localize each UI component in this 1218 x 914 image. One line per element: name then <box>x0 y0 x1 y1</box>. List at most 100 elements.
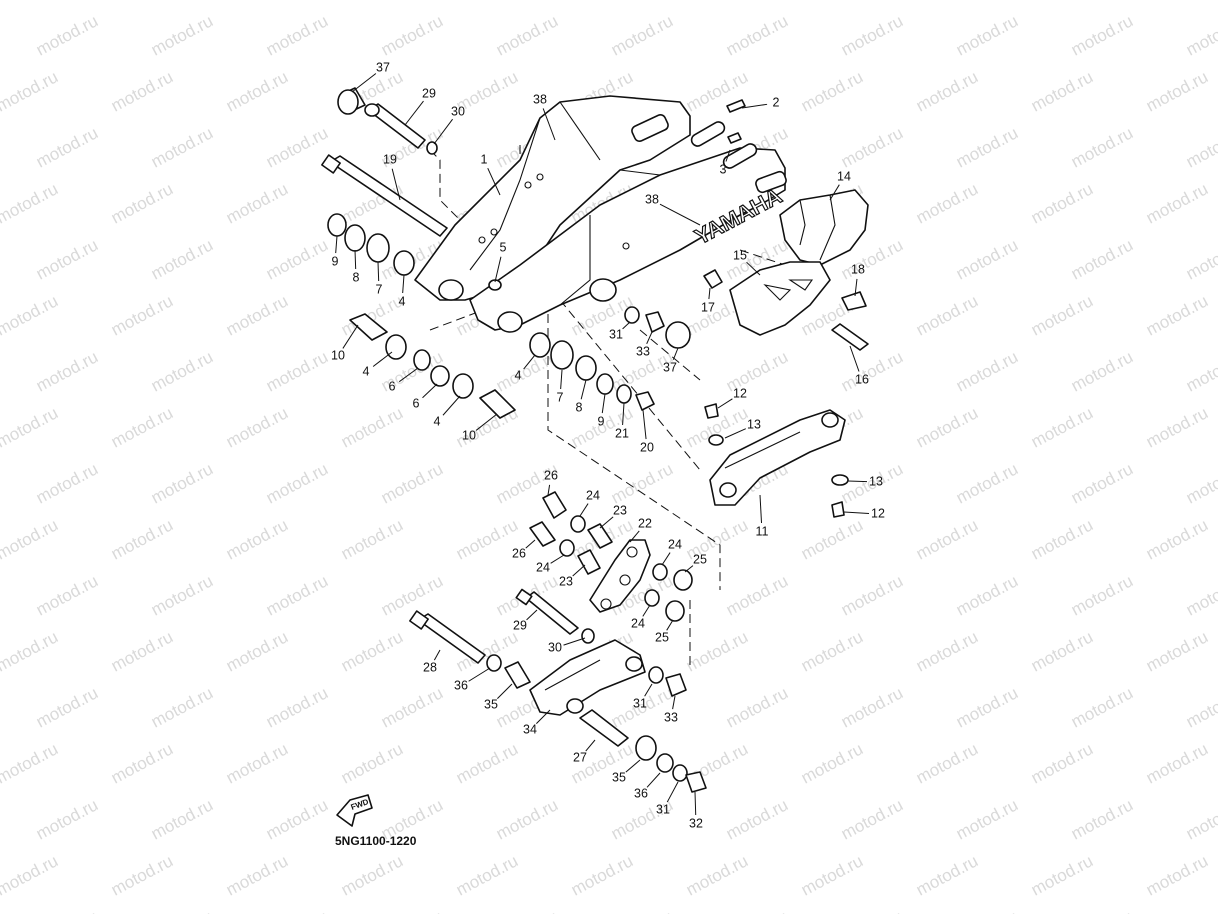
leader-line <box>372 351 393 367</box>
leader-line <box>494 256 502 283</box>
leader-line <box>433 649 441 661</box>
part-number-label: 25 <box>655 630 669 644</box>
watermark-text: motod.ru <box>33 459 101 507</box>
leader-line <box>377 261 380 282</box>
watermark-text: motod.ru <box>378 571 446 619</box>
leader-line <box>666 619 674 631</box>
watermark-text: motod.ru <box>1068 123 1136 171</box>
watermark-text: motod.ru <box>953 459 1021 507</box>
part-number-label: 4 <box>399 294 406 308</box>
watermark-text: motod.ru <box>1028 67 1096 115</box>
part-number-label: 38 <box>533 92 547 106</box>
watermark-text: motod.ru <box>1028 291 1096 339</box>
watermark-text: motod.ru <box>1068 683 1136 731</box>
leader-line <box>644 683 653 697</box>
watermark-text: motod.ru <box>798 515 866 563</box>
watermark-text: motod.ru <box>1183 795 1218 843</box>
watermark-text: motod.ru <box>223 0 291 4</box>
part-number-label: 30 <box>451 104 465 118</box>
bearing-stack-upper <box>327 213 415 276</box>
watermark-text: motod.ru <box>263 235 331 283</box>
watermark-text: motod.ru <box>953 795 1021 843</box>
leader-line <box>422 383 438 399</box>
leader-line <box>672 347 679 360</box>
watermark-text: motod.ru <box>1068 795 1136 843</box>
part-number-label: 27 <box>573 750 587 764</box>
watermark-text: motod.ru <box>1183 459 1218 507</box>
watermark-text: motod.ru <box>1183 907 1218 914</box>
part-number-label: 17 <box>701 300 715 314</box>
part-number-label: 9 <box>332 254 339 268</box>
part-number-label: 12 <box>733 386 747 400</box>
watermark-text: motod.ru <box>608 907 676 914</box>
leader-line <box>672 695 676 710</box>
watermark-text: motod.ru <box>493 795 561 843</box>
watermark-text: motod.ru <box>1028 515 1096 563</box>
watermark-text: motod.ru <box>1143 0 1211 4</box>
watermark-text: motod.ru <box>838 123 906 171</box>
part-number-label: 35 <box>484 697 498 711</box>
part-number-label: 15 <box>733 248 747 262</box>
watermark-text: motod.ru <box>453 851 521 899</box>
leader-line <box>659 203 701 226</box>
watermark-text: motod.ru <box>263 907 331 914</box>
leader-line <box>849 345 860 372</box>
watermark-text: motod.ru <box>338 515 406 563</box>
part-number-label: 28 <box>423 660 437 674</box>
watermark-text: motod.ru <box>338 627 406 675</box>
watermark-text: motod.ru <box>148 795 216 843</box>
watermark-text: motod.ru <box>263 123 331 171</box>
watermark-text: motod.ru <box>223 291 291 339</box>
watermark-text: motod.ru <box>263 795 331 843</box>
leader-line <box>725 149 731 162</box>
part-number-label: 36 <box>634 786 648 800</box>
leader-line <box>402 274 405 294</box>
axle-hardware <box>624 269 869 351</box>
leader-line <box>550 554 565 564</box>
watermark-text: motod.ru <box>453 739 521 787</box>
watermark-text: motod.ru <box>953 683 1021 731</box>
watermark-text: motod.ru <box>0 851 61 899</box>
watermark-text: motod.ru <box>108 851 176 899</box>
watermark-text: motod.ru <box>453 0 521 4</box>
leader-line <box>572 564 586 577</box>
part-number-label: 37 <box>376 60 390 74</box>
leader-line <box>642 604 651 617</box>
watermark-text: motod.ru <box>683 851 751 899</box>
watermark-text: motod.ru <box>0 403 61 451</box>
part-number-label: 9 <box>598 414 605 428</box>
leader-line <box>523 354 536 370</box>
part-number-label: 25 <box>693 552 707 566</box>
watermark-text: motod.ru <box>33 347 101 395</box>
leader-line <box>601 393 606 414</box>
leader-line <box>585 739 596 752</box>
watermark-text: motod.ru <box>723 795 791 843</box>
watermark-text: motod.ru <box>0 739 61 787</box>
watermark-text: motod.ru <box>0 291 61 339</box>
watermark-text: motod.ru <box>33 795 101 843</box>
watermark-text: motod.ru <box>953 123 1021 171</box>
leader-line <box>829 184 840 201</box>
part-number-label: 36 <box>454 678 468 692</box>
watermark-text: motod.ru <box>798 739 866 787</box>
part-number-label: 30 <box>548 640 562 654</box>
watermark-text: motod.ru <box>378 11 446 59</box>
part-number-label: 22 <box>638 516 652 530</box>
watermark-text: motod.ru <box>0 179 61 227</box>
watermark-text: motod.ru <box>1143 67 1211 115</box>
watermark-text: motod.ru <box>798 67 866 115</box>
part-number-label: 19 <box>383 152 397 166</box>
watermark-text: motod.ru <box>913 291 981 339</box>
leader-line <box>335 235 338 254</box>
connecting-rod-group <box>409 588 707 793</box>
watermark-text: motod.ru <box>378 683 446 731</box>
leader-line <box>404 100 424 126</box>
watermark-text: motod.ru <box>953 235 1021 283</box>
part-number-label: 23 <box>613 503 627 517</box>
part-number-label: 31 <box>633 696 647 710</box>
watermark-text: motod.ru <box>1183 571 1218 619</box>
leader-line <box>398 367 419 383</box>
part-number-label: 24 <box>536 560 550 574</box>
watermark-text: motod.ru <box>0 515 61 563</box>
